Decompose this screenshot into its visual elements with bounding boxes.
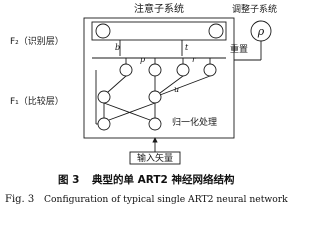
caption-en-fig: Fig. 3 [5, 194, 34, 205]
reset-label: 重置 [230, 43, 248, 55]
conn-5 [107, 75, 127, 93]
orienting-subsystem-label: 调整子系统 [232, 3, 277, 15]
caption-zh-fig: 图 3 [58, 174, 79, 186]
attention-subsystem-label: 注意子系统 [134, 2, 184, 15]
f2-node-1 [95, 23, 111, 39]
conn-8 [159, 75, 211, 96]
f1-layer-label: F₁（比较层） [10, 95, 64, 107]
f1-node-p2 [148, 63, 162, 77]
conn-7 [159, 75, 184, 94]
input-vector-label: 输入矢量 [137, 152, 173, 164]
caption-en-text: Configuration of typical single ART2 neu… [44, 194, 288, 205]
attention-subsystem-frame [83, 17, 235, 139]
var-p: p [140, 55, 145, 64]
f1-node-m1 [97, 90, 111, 104]
f1-node-r1 [176, 63, 190, 77]
f1-node-p1 [119, 63, 133, 77]
input-vector-box [129, 151, 181, 165]
var-t: t [185, 43, 189, 52]
f2-layer-box [91, 21, 227, 41]
var-r: r [192, 55, 197, 64]
f1-node-l2 [148, 117, 162, 131]
conn-12 [108, 102, 156, 121]
var-b: b [115, 43, 120, 52]
f1-node-r2 [203, 63, 217, 77]
normalize-label: 归一化处理 [172, 116, 217, 128]
var-u: u [174, 85, 179, 94]
caption-zh-text: 典型的单 ART2 神经网络结构 [92, 173, 235, 186]
rho-symbol: ρ [257, 25, 265, 38]
conn-11 [103, 102, 151, 121]
art2-diagram: 注意子系统 F₂（识别层） 调整子系统 ρ b t 重置 F₁（比较层） p r… [5, 2, 288, 205]
f1-node-l1 [97, 117, 111, 131]
f1-node-m2 [148, 90, 162, 104]
f2-node-2 [208, 23, 224, 39]
figure: 注意子系统 F₂（识别层） 调整子系统 ρ b t 重置 F₁（比较层） p r… [5, 2, 288, 205]
f2-layer-label: F₂（识别层） [10, 36, 64, 47]
